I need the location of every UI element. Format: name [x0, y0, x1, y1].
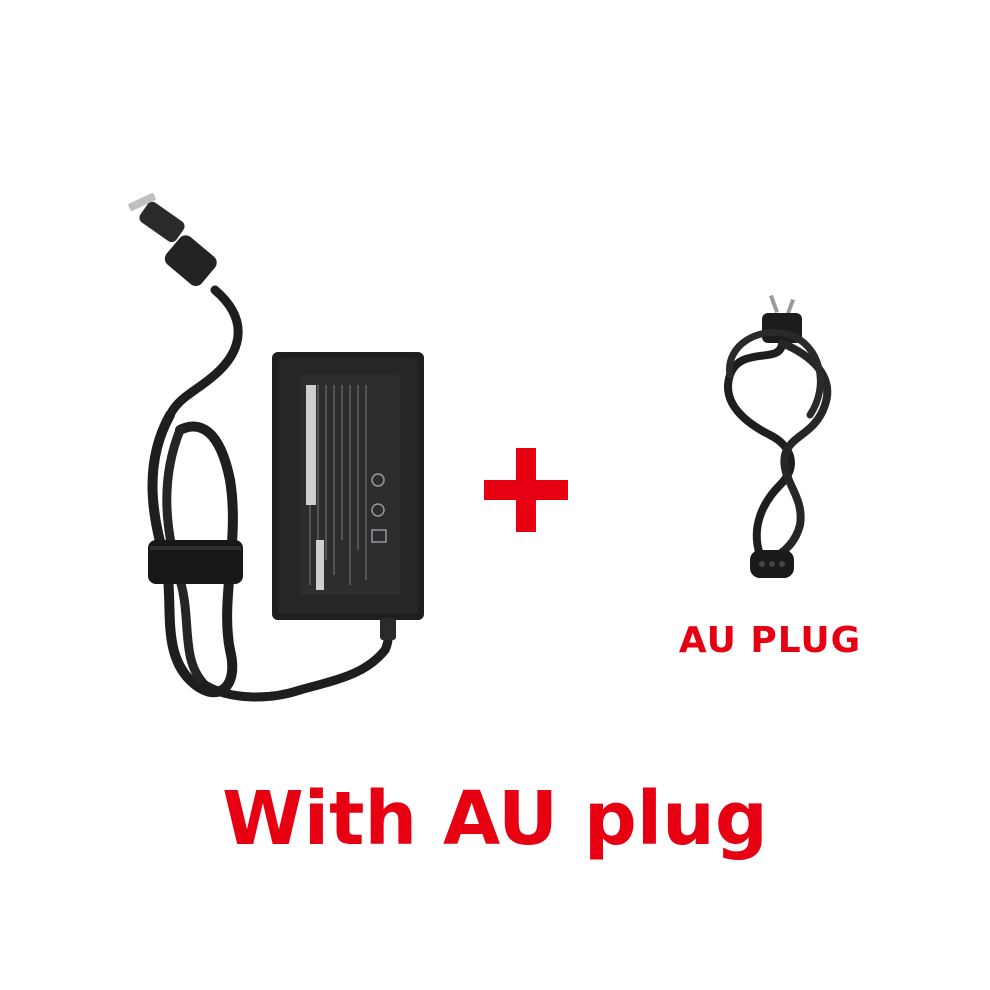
au-plug-label: AU PLUG	[678, 620, 862, 661]
au-power-cord-image	[724, 294, 832, 578]
with-au-plug-caption: With AU plug	[222, 776, 768, 862]
power-adapter-image	[128, 193, 424, 702]
plus-icon	[484, 448, 568, 532]
